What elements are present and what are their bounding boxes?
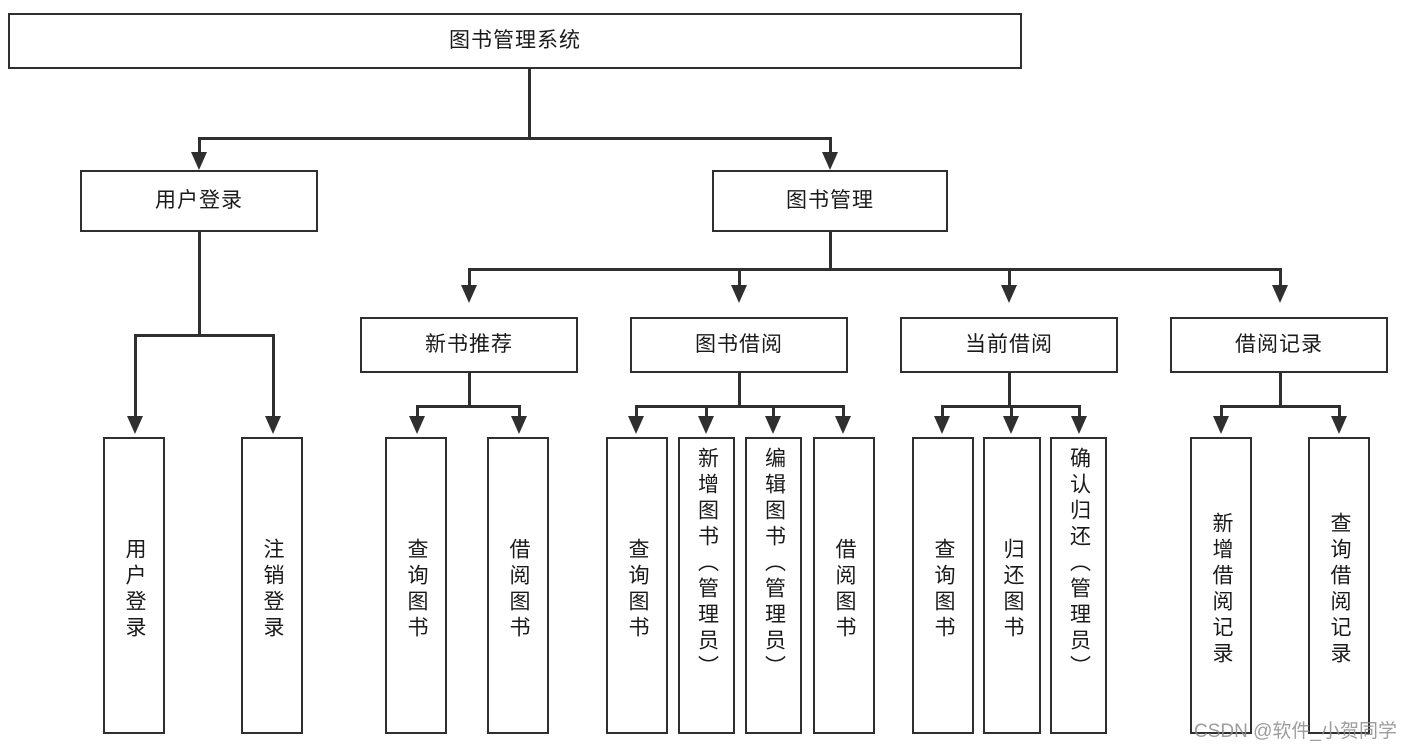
node-label: 借阅记录 bbox=[1235, 333, 1323, 357]
node-label: 图书管理系统 bbox=[449, 29, 581, 53]
connector-cb-drop-1 bbox=[941, 405, 944, 419]
connector-br-drop-1 bbox=[1220, 405, 1223, 419]
connector-cb-drop-3 bbox=[1078, 405, 1081, 419]
connector-bb-bus bbox=[635, 405, 845, 408]
leaf-label: 新增借阅记录 bbox=[1210, 511, 1234, 668]
connector-br-stem bbox=[1279, 373, 1282, 407]
connector-bm-drop-1 bbox=[468, 268, 471, 288]
leaf-label: 查询图书 bbox=[626, 537, 650, 642]
node-new-book-recommend[interactable]: 新书推荐 bbox=[360, 317, 578, 373]
leaf-label: 编辑图书（管理员） bbox=[762, 447, 786, 681]
leaf-bb-borrow-book[interactable]: 借阅图书 bbox=[813, 437, 875, 734]
node-borrow-record[interactable]: 借阅记录 bbox=[1170, 317, 1388, 373]
connector-bb-drop-3 bbox=[772, 405, 775, 419]
connector-root-stem bbox=[528, 69, 531, 139]
arrowhead-book-management bbox=[822, 152, 838, 170]
connector-bb-drop-1 bbox=[635, 405, 638, 419]
node-label: 用户登录 bbox=[155, 189, 243, 213]
connector-user-login-drop-2 bbox=[272, 334, 275, 419]
connector-nbr-stem bbox=[468, 373, 471, 407]
leaf-logout[interactable]: 注销登录 bbox=[241, 437, 303, 734]
connector-br-drop-2 bbox=[1338, 405, 1341, 419]
leaf-cb-query-book[interactable]: 查询图书 bbox=[912, 437, 974, 734]
arrowhead-cb-leaf-2 bbox=[1003, 416, 1019, 434]
connector-book-management-bus bbox=[468, 268, 1282, 271]
node-label: 新书推荐 bbox=[425, 333, 513, 357]
leaf-label: 注销登录 bbox=[261, 537, 285, 642]
connector-cb-drop-2 bbox=[1010, 405, 1013, 419]
connector-bb-stem bbox=[738, 373, 741, 407]
connector-user-login-drop-1 bbox=[134, 334, 137, 419]
arrowhead-nbr-leaf-2 bbox=[511, 416, 527, 434]
arrowhead-current-borrow bbox=[1001, 285, 1017, 303]
connector-bb-drop-2 bbox=[705, 405, 708, 419]
arrowhead-bb-leaf-2 bbox=[698, 416, 714, 434]
arrowhead-bb-leaf-3 bbox=[765, 416, 781, 434]
leaf-cb-confirm-return-admin[interactable]: 确认归还（管理员） bbox=[1050, 437, 1107, 734]
connector-bm-drop-3 bbox=[1008, 268, 1011, 288]
leaf-label: 查询图书 bbox=[405, 537, 429, 642]
leaf-nbr-borrow-book[interactable]: 借阅图书 bbox=[487, 437, 549, 734]
connector-nbr-drop-1 bbox=[416, 405, 419, 419]
arrowhead-cb-leaf-1 bbox=[934, 416, 950, 434]
leaf-br-query-record[interactable]: 查询借阅记录 bbox=[1308, 437, 1370, 734]
leaf-label: 归还图书 bbox=[1001, 537, 1025, 642]
leaf-bb-query-book[interactable]: 查询图书 bbox=[606, 437, 668, 734]
arrowhead-leaf-logout bbox=[265, 416, 281, 434]
node-label: 图书管理 bbox=[786, 189, 874, 213]
node-root-book-management-system[interactable]: 图书管理系统 bbox=[8, 13, 1022, 69]
leaf-label: 查询图书 bbox=[932, 537, 956, 642]
arrowhead-br-leaf-2 bbox=[1331, 416, 1347, 434]
leaf-label: 查询借阅记录 bbox=[1328, 511, 1352, 668]
connector-bm-drop-4 bbox=[1279, 268, 1282, 288]
arrowhead-new-book-recommend bbox=[461, 285, 477, 303]
leaf-label: 新增图书（管理员） bbox=[695, 447, 719, 681]
connector-user-login-stem bbox=[198, 232, 201, 336]
connector-root-bus bbox=[198, 137, 832, 140]
leaf-label: 用户登录 bbox=[123, 537, 147, 642]
node-book-borrow[interactable]: 图书借阅 bbox=[630, 317, 848, 373]
node-label: 当前借阅 bbox=[965, 333, 1053, 357]
connector-bb-drop-4 bbox=[842, 405, 845, 419]
connector-root-to-user-login bbox=[198, 137, 201, 157]
leaf-bb-edit-book-admin[interactable]: 编辑图书（管理员） bbox=[745, 437, 802, 734]
leaf-label: 借阅图书 bbox=[507, 537, 531, 642]
node-book-management[interactable]: 图书管理 bbox=[712, 170, 948, 232]
node-user-login[interactable]: 用户登录 bbox=[80, 170, 318, 232]
arrowhead-nbr-leaf-1 bbox=[409, 416, 425, 434]
connector-br-bus bbox=[1220, 405, 1339, 408]
arrowhead-leaf-user-login bbox=[127, 416, 143, 434]
connector-nbr-drop-2 bbox=[518, 405, 521, 419]
connector-user-login-bus bbox=[134, 334, 274, 337]
arrowhead-borrow-record bbox=[1272, 285, 1288, 303]
leaf-label: 确认归还（管理员） bbox=[1067, 447, 1091, 681]
leaf-label: 借阅图书 bbox=[833, 537, 857, 642]
connector-root-to-book-management bbox=[829, 137, 832, 157]
node-label: 图书借阅 bbox=[695, 333, 783, 357]
leaf-bb-add-book-admin[interactable]: 新增图书（管理员） bbox=[678, 437, 735, 734]
connector-nbr-bus bbox=[416, 405, 520, 408]
arrowhead-br-leaf-1 bbox=[1213, 416, 1229, 434]
leaf-br-add-record[interactable]: 新增借阅记录 bbox=[1190, 437, 1252, 734]
arrowhead-user-login bbox=[191, 152, 207, 170]
connector-book-management-stem bbox=[829, 232, 832, 271]
arrowhead-bb-leaf-4 bbox=[835, 416, 851, 434]
connector-cb-stem bbox=[1008, 373, 1011, 407]
watermark-text: CSDN @软件_小贺同学 bbox=[1194, 721, 1397, 742]
connector-bm-drop-2 bbox=[738, 268, 741, 288]
arrowhead-bb-leaf-1 bbox=[628, 416, 644, 434]
leaf-cb-return-book[interactable]: 归还图书 bbox=[983, 437, 1041, 734]
leaf-user-login[interactable]: 用户登录 bbox=[103, 437, 165, 734]
arrowhead-book-borrow bbox=[731, 285, 747, 303]
leaf-nbr-query-book[interactable]: 查询图书 bbox=[385, 437, 447, 734]
arrowhead-cb-leaf-3 bbox=[1071, 416, 1087, 434]
node-current-borrow[interactable]: 当前借阅 bbox=[900, 317, 1118, 373]
